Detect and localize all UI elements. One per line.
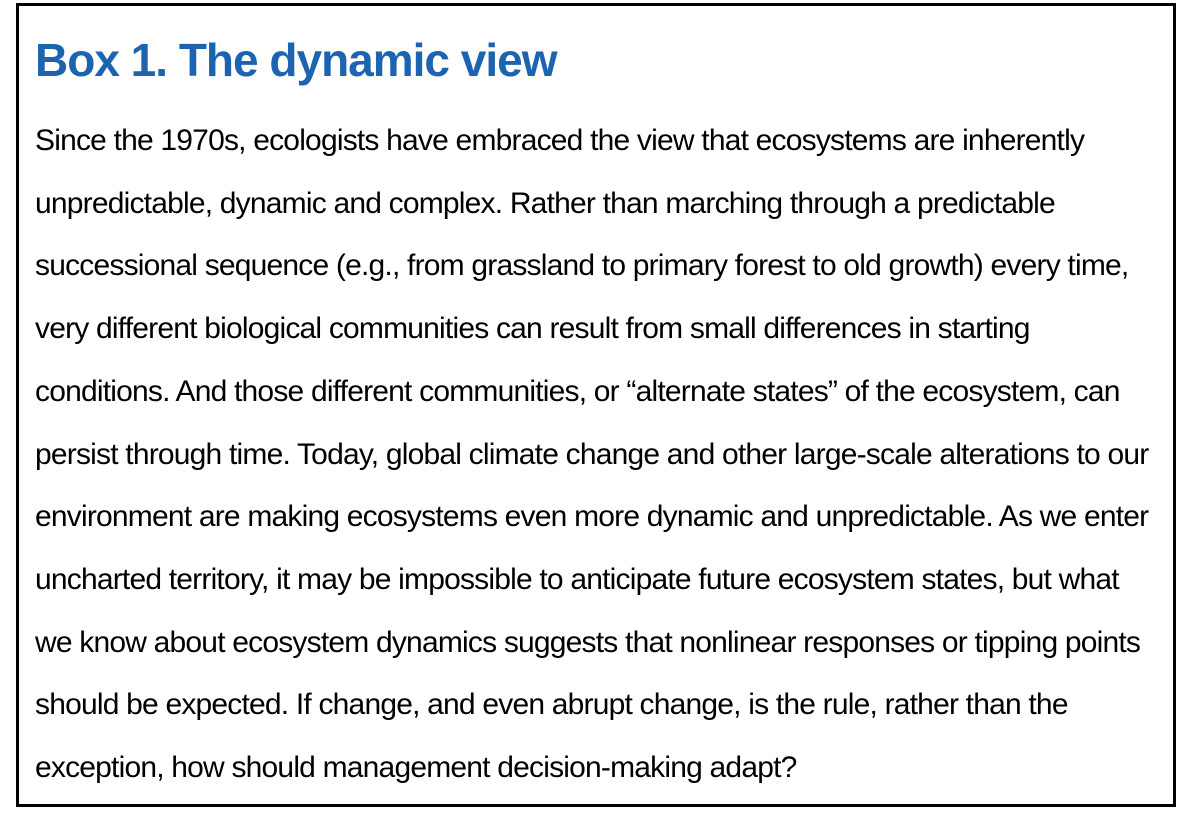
body-line: unpredictable, dynamic and complex. Rath… (35, 186, 1056, 220)
body-line: very different biological communities ca… (35, 312, 1030, 346)
body-line: we know about ecosystem dynamics suggest… (35, 625, 1141, 659)
body-line: should be expected. If change, and even … (35, 688, 1069, 722)
box-title: Box 1. The dynamic view (35, 34, 558, 86)
body-line: persist through time. Today, global clim… (35, 437, 1149, 471)
body-line: environment are making ecosystems even m… (35, 500, 1149, 534)
body-line: uncharted territory, it may be impossibl… (35, 562, 1120, 596)
text-box: Box 1. The dynamic view Since the 1970s,… (16, 3, 1176, 807)
body-line: successional sequence (e.g., from grassl… (35, 249, 1129, 283)
body-line: Since the 1970s, ecologists have embrace… (35, 124, 1085, 157)
body-line: conditions. And those different communit… (35, 374, 1120, 408)
box-body: Since the 1970s, ecologists have embrace… (35, 110, 1175, 800)
body-line: exception, how should management decisio… (35, 751, 797, 785)
